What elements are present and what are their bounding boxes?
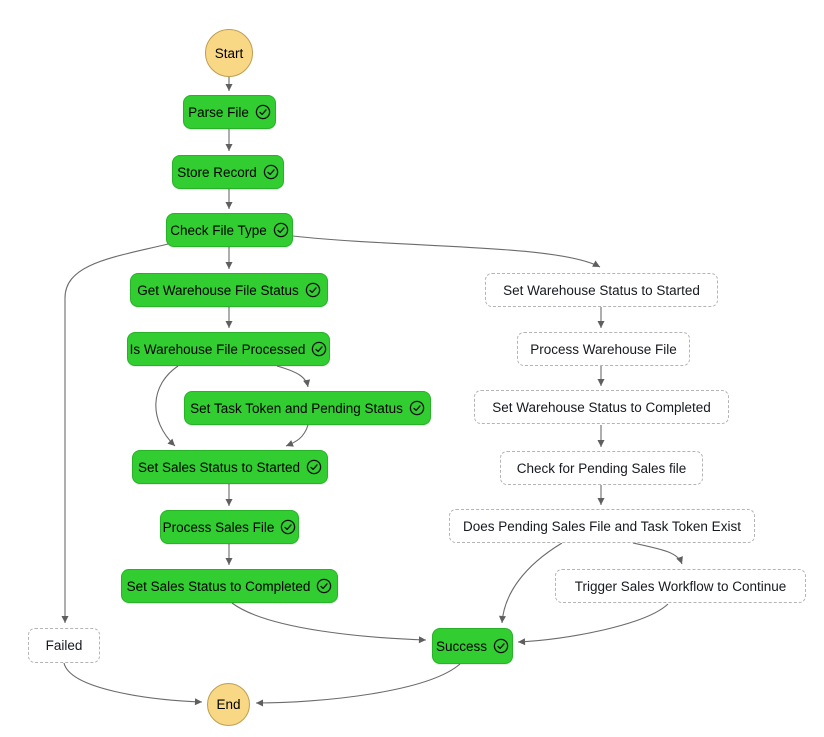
- check-circle-icon: [409, 400, 425, 416]
- node-set-warehouse-status-to-completed[interactable]: Set Warehouse Status to Completed: [474, 390, 729, 424]
- check-circle-icon: [305, 282, 321, 298]
- node-store-record[interactable]: Store Record: [172, 155, 284, 189]
- node-label: Parse File: [188, 104, 249, 120]
- edge-does-pending-to-success: [498, 542, 563, 624]
- edge-is-warehouse-file-processed-to-set-task-token: [276, 365, 311, 388]
- check-circle-icon: [280, 519, 296, 535]
- node-does-pending-sales-file-and-task-token-exist[interactable]: Does Pending Sales File and Task Token E…: [449, 509, 755, 543]
- node-failed[interactable]: Failed: [28, 628, 100, 663]
- edge-is-warehouse-file-processed-to-set-sales-status-to-started: [155, 365, 179, 447]
- node-set-warehouse-status-to-started[interactable]: Set Warehouse Status to Started: [485, 273, 718, 307]
- node-label: Check for Pending Sales file: [516, 460, 687, 476]
- node-process-sales-file[interactable]: Process Sales File: [160, 510, 299, 544]
- node-process-warehouse-file[interactable]: Process Warehouse File: [517, 332, 690, 366]
- node-label: Process Sales File: [162, 519, 275, 535]
- node-is-warehouse-file-processed[interactable]: Is Warehouse File Processed: [127, 332, 330, 366]
- node-set-task-token-and-pending-status[interactable]: Set Task Token and Pending Status: [184, 391, 431, 425]
- node-get-warehouse-file-status[interactable]: Get Warehouse File Status: [130, 273, 328, 307]
- node-label: Success: [435, 638, 488, 654]
- check-circle-icon: [311, 341, 327, 357]
- node-label: Set Warehouse Status to Started: [503, 282, 700, 298]
- node-start[interactable]: Start: [205, 29, 253, 77]
- node-label: Is Warehouse File Processed: [129, 341, 306, 357]
- node-label: Set Sales Status to Started: [137, 459, 301, 475]
- node-set-sales-status-to-started[interactable]: Set Sales Status to Started: [132, 450, 328, 484]
- node-label: Store Record: [177, 164, 257, 180]
- node-label: Start: [214, 45, 244, 61]
- edge-set-task-token-to-set-sales-status-to-started: [285, 424, 309, 447]
- node-parse-file[interactable]: Parse File: [183, 95, 276, 129]
- edge-does-pending-to-trigger-sales-workflow: [632, 542, 683, 565]
- check-circle-icon: [255, 104, 271, 120]
- node-label: Set Warehouse Status to Completed: [492, 399, 711, 415]
- node-label: Set Sales Status to Completed: [126, 578, 311, 594]
- node-trigger-sales-workflow-to-continue[interactable]: Trigger Sales Workflow to Continue: [555, 569, 806, 603]
- node-label: Failed: [45, 638, 83, 653]
- check-circle-icon: [316, 578, 332, 594]
- node-end[interactable]: End: [207, 683, 250, 726]
- edge-failed-to-end: [63, 662, 203, 706]
- node-label: Process Warehouse File: [530, 341, 677, 357]
- node-check-for-pending-sales-file[interactable]: Check for Pending Sales file: [500, 451, 703, 485]
- check-circle-icon: [263, 164, 279, 180]
- node-label: Check File Type: [170, 222, 267, 238]
- edge-trigger-sales-workflow-to-success: [517, 603, 669, 646]
- node-label: Does Pending Sales File and Task Token E…: [463, 518, 741, 534]
- node-label: Set Task Token and Pending Status: [190, 400, 403, 416]
- edge-success-to-end: [255, 663, 461, 707]
- edge-set-sales-status-to-completed-to-success: [231, 602, 427, 644]
- node-label: Get Warehouse File Status: [137, 282, 299, 298]
- node-success[interactable]: Success: [432, 628, 513, 664]
- node-set-sales-status-to-completed[interactable]: Set Sales Status to Completed: [121, 569, 338, 603]
- edge-check-file-type-to-set-warehouse-status-to-started: [292, 235, 601, 268]
- edge-check-file-type-to-failed: [61, 243, 169, 623]
- check-circle-icon: [493, 638, 509, 654]
- check-circle-icon: [273, 222, 289, 238]
- node-check-file-type[interactable]: Check File Type: [166, 213, 293, 247]
- node-label: Trigger Sales Workflow to Continue: [574, 578, 787, 594]
- check-circle-icon: [306, 459, 322, 475]
- node-label: End: [216, 697, 241, 712]
